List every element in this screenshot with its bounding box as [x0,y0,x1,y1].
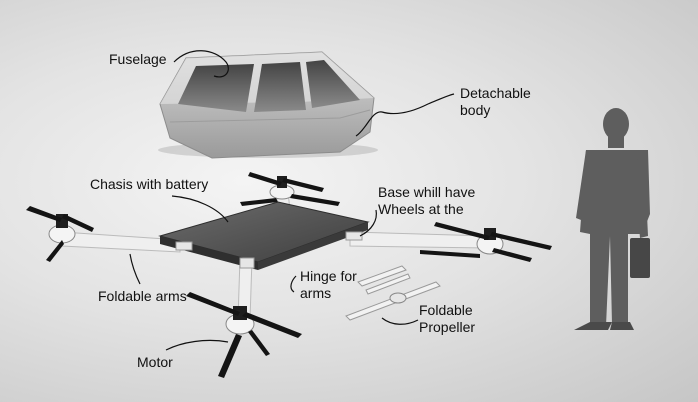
motor-front [186,292,302,378]
label-chasis: Chasis with battery [90,176,209,192]
label-hinge-line1: Hinge for [300,268,357,284]
label-base: Base whill have Wheels at the [378,184,475,218]
label-hinge: Hinge for arms [300,268,357,302]
label-hinge-line2: arms [300,285,332,301]
foldable-propeller-parts [345,265,441,321]
label-foldable-propeller: Foldable Propeller [419,302,475,336]
front-window-left [254,62,306,112]
label-detachable-body-line1: Detachable [460,85,531,101]
label-motor: Motor [137,354,173,370]
label-base-line2: Wheels at the [378,201,464,217]
label-detachable-body: Detachable body [460,85,531,119]
motor-front-left [26,206,94,262]
side-window [178,64,254,112]
chasis-plate [158,201,370,270]
label-detachable-body-line2: body [460,102,491,118]
label-base-line1: Base whill have [378,184,476,200]
fuselage-shell [158,51,378,159]
human-silhouette [574,108,650,330]
label-foldable-propeller-line2: Propeller [419,319,476,335]
motor-right [420,222,552,262]
motor-back [240,172,340,206]
label-foldable-propeller-line1: Foldable [419,302,473,318]
leader-lines [129,50,455,351]
label-fuselage: Fuselage [109,51,167,67]
label-foldable-arms: Foldable arms [98,288,187,304]
leader-fuselage [173,50,229,78]
front-window-right [306,60,360,108]
briefcase [630,238,650,278]
